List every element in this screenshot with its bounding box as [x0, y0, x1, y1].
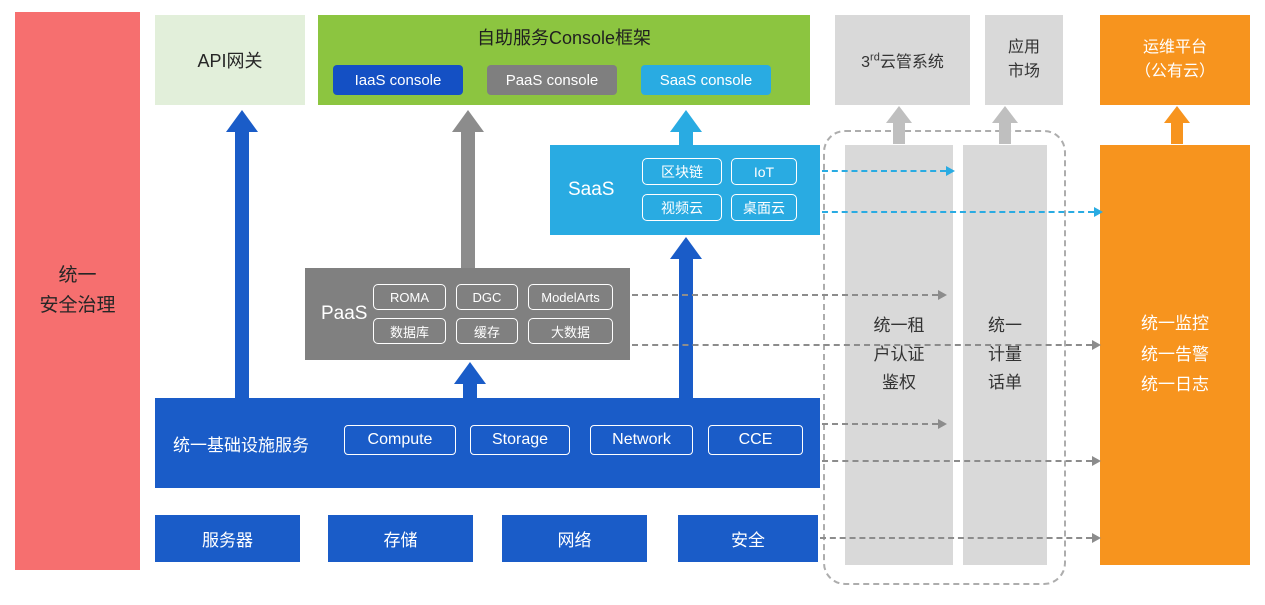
paas-item-modelarts: ModelArts — [528, 284, 613, 310]
dashed-paas-to-auth — [632, 294, 938, 296]
dashed-paas-to-monitor-arrowhead — [1092, 340, 1101, 350]
iaas-console-button: IaaS console — [333, 65, 463, 95]
dashed-infra-to-monitor-arrowhead — [1092, 456, 1101, 466]
arrow-saas-to-console — [670, 110, 702, 145]
infra-item-compute: Compute — [344, 425, 456, 455]
paas-box: PaaS ROMA DGC ModelArts 数据库 缓存 大数据 — [305, 268, 630, 360]
paas-item-bigdata: 大数据 — [528, 318, 613, 344]
dashed-infra-to-auth — [822, 423, 938, 425]
monitoring-bar: 统一监控 统一告警 统一日志 — [1100, 145, 1250, 565]
dashed-paas-to-auth-arrowhead — [938, 290, 947, 300]
om-platform-box: 运维平台 （公有云） — [1100, 15, 1250, 105]
third-party-cloud-mgmt-label: 3rd云管系统 — [861, 48, 944, 72]
dashed-security-to-monitor-arrowhead — [1092, 533, 1101, 543]
dashed-security-to-monitor — [820, 537, 1092, 539]
third-party-cloud-mgmt-box: 3rd云管系统 — [835, 15, 970, 105]
security-governance-bar: 统一 安全治理 — [15, 12, 140, 570]
resource-storage-box: 存储 — [328, 515, 473, 562]
metering-billing-bar: 统一 计量 话单 — [963, 145, 1047, 565]
infrastructure-label: 统一基础设施服务 — [173, 435, 309, 455]
resource-server-box: 服务器 — [155, 515, 300, 562]
paas-services: ROMA DGC ModelArts 数据库 缓存 大数据 — [373, 284, 613, 344]
app-market-box: 应用 市场 — [985, 15, 1063, 105]
paas-item-database: 数据库 — [373, 318, 446, 344]
saas-item-blockchain: 区块链 — [642, 158, 722, 185]
dashed-saas-to-auth — [822, 170, 946, 172]
saas-label: SaaS — [568, 179, 615, 200]
console-framework-title: 自助服务Console框架 — [476, 28, 652, 48]
arrow-infra-to-api-gateway — [226, 110, 258, 398]
paas-label: PaaS — [321, 303, 368, 324]
dashed-saas-to-monitor-arrowhead — [1094, 207, 1103, 217]
paas-item-cache: 缓存 — [456, 318, 518, 344]
infra-item-storage: Storage — [470, 425, 570, 455]
cloud-mgmt-prefix: 3 — [861, 54, 871, 71]
infrastructure-box: 统一基础设施服务 Compute Storage Network CCE — [155, 398, 820, 488]
api-gateway-box: API网关 — [155, 15, 305, 105]
cloud-mgmt-superscript: rd — [870, 51, 880, 64]
arrow-infra-to-paas — [454, 362, 486, 398]
arrow-paas-to-console — [452, 110, 484, 268]
resource-security-box: 安全 — [678, 515, 818, 562]
infra-item-cce: CCE — [708, 425, 803, 455]
dashed-paas-to-monitor — [632, 344, 1092, 346]
arrow-auth-to-cloud-mgmt — [886, 106, 912, 144]
tenant-auth-bar: 统一租 户认证 鉴权 — [845, 145, 953, 565]
paas-console-button: PaaS console — [487, 65, 617, 95]
dashed-saas-to-auth-arrowhead — [946, 166, 955, 176]
arrow-infra-to-saas — [670, 237, 702, 398]
paas-item-roma: ROMA — [373, 284, 446, 310]
infra-item-network: Network — [590, 425, 693, 455]
saas-item-iot: IoT — [731, 158, 797, 185]
console-framework-box: 自助服务Console框架 IaaS console PaaS console … — [318, 15, 810, 105]
tenant-services-dashed-frame — [823, 130, 1066, 585]
saas-box: SaaS 区块链 IoT 视频云 桌面云 — [550, 145, 820, 235]
saas-item-desktop-cloud: 桌面云 — [731, 194, 797, 221]
saas-services: 区块链 IoT 视频云 桌面云 — [642, 158, 797, 221]
paas-item-dgc: DGC — [456, 284, 518, 310]
resource-network-box: 网络 — [502, 515, 647, 562]
dashed-infra-to-monitor — [822, 460, 1092, 462]
saas-console-button: SaaS console — [641, 65, 771, 95]
saas-item-video-cloud: 视频云 — [642, 194, 722, 221]
dashed-saas-to-monitor — [822, 211, 1094, 213]
arrow-billing-to-app-market — [992, 106, 1018, 144]
arrow-monitor-to-om-platform — [1164, 106, 1190, 144]
cloud-mgmt-rest: 云管系统 — [879, 54, 944, 71]
dashed-infra-to-auth-arrowhead — [938, 419, 947, 429]
